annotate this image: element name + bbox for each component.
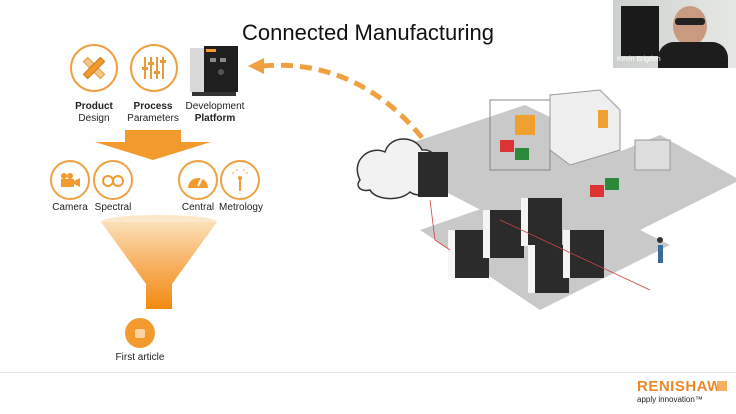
feedback-arrow [248,58,438,157]
central-label: Central [181,202,215,213]
am-machine [528,198,562,246]
video-feed: Kevin Brigden [613,0,736,68]
sliders-icon [142,57,166,79]
central-circle [178,160,218,200]
pencil-ruler-icon [82,56,106,80]
participant-name: Kevin Brigden [617,56,661,63]
speaker-face [673,6,707,46]
glasses [675,18,705,25]
metrology-label: Metrology [219,202,263,213]
binoculars-icon [102,175,124,187]
first-article-circle [125,318,155,348]
product-design-circle [70,44,118,92]
brand-logo: RENISHAW [637,378,722,395]
brand-mark-icon [717,381,727,391]
machine-icon [190,46,238,96]
am-machine [490,210,524,258]
footer-divider [0,372,736,373]
metrology-circle [220,160,260,200]
development-platform-machine [188,44,240,98]
camera-icon [61,173,80,187]
down-arrow [95,130,211,160]
brand-tagline: apply innovation™ [637,395,703,404]
speaker-body [658,42,728,68]
probe-icon [232,169,248,191]
camera-label: Camera [52,202,88,213]
wall-art [621,6,659,56]
funnel-graphic [101,215,217,309]
gauge-icon [188,177,208,188]
slide-title: Connected Manufacturing [242,20,494,45]
part-icon [135,329,145,338]
am-machine [418,152,448,197]
spectral-circle [93,160,133,200]
spectral-label: Spectral [94,202,132,213]
process-parameters-circle [130,44,178,92]
factory-illustration [356,89,736,310]
camera-circle [50,160,90,200]
am-machine [570,230,604,278]
first-article-label: First article [115,352,165,363]
